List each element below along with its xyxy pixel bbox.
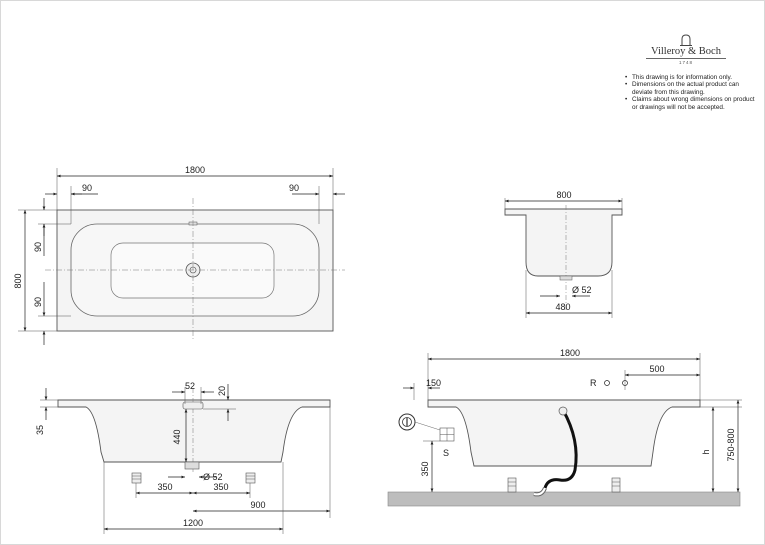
note-item: Dimensions on the actual product can dev… bbox=[625, 81, 757, 96]
dim-foot-left: 350 bbox=[157, 482, 172, 492]
dim-end-base: 480 bbox=[555, 302, 570, 312]
dim-edge-left: 90 bbox=[82, 183, 92, 193]
tap-hole-icon bbox=[604, 380, 610, 386]
front-view: 35 52 20 440 Ø 52 350 350 900 bbox=[35, 381, 331, 534]
foot-icon bbox=[507, 477, 517, 493]
dim-install-length: 1800 bbox=[560, 348, 580, 358]
tub-front-profile bbox=[57, 399, 331, 463]
dim-end-drain: Ø 52 bbox=[572, 285, 592, 295]
foot-icon bbox=[245, 472, 256, 484]
label-s: S bbox=[443, 448, 449, 458]
waste-pipe bbox=[543, 409, 578, 489]
dim-edge-bottom: 90 bbox=[33, 297, 43, 307]
note-item: This drawing is for information only. bbox=[625, 74, 757, 82]
drain-pipe-icon bbox=[559, 275, 573, 281]
dim-rim-offset: 150 bbox=[426, 378, 441, 388]
dim-depth: 440 bbox=[172, 429, 182, 444]
brand-name: Villeroy & Boch bbox=[646, 46, 726, 59]
brand-logo: Villeroy & Boch 1748 bbox=[646, 34, 726, 65]
dim-foot-span: 900 bbox=[250, 500, 265, 510]
dim-width: 800 bbox=[13, 273, 23, 288]
drain-fitting-icon bbox=[184, 461, 200, 470]
dim-tap-offset: 500 bbox=[649, 364, 664, 374]
foot-icon bbox=[131, 472, 142, 484]
dim-edge-right: 90 bbox=[289, 183, 299, 193]
dim-height-range: 750-800 bbox=[726, 428, 736, 461]
dim-edge-top: 90 bbox=[33, 242, 43, 252]
disclaimer-notes: This drawing is for information only. Di… bbox=[625, 74, 757, 111]
dim-length: 1800 bbox=[185, 165, 205, 175]
dim-overflow-offset: 20 bbox=[217, 386, 227, 396]
dim-rim: 35 bbox=[35, 425, 45, 435]
brand-year: 1748 bbox=[678, 60, 693, 65]
dim-front-drain: Ø 52 bbox=[203, 472, 223, 482]
dim-end-width: 800 bbox=[556, 190, 571, 200]
dim-foot-right: 350 bbox=[213, 482, 228, 492]
tap-logo-icon bbox=[680, 34, 692, 46]
end-view: 800 Ø 52 480 bbox=[504, 190, 623, 318]
label-r: R bbox=[590, 378, 597, 388]
floor bbox=[387, 491, 741, 507]
top-view: 1800 90 90 800 90 90 bbox=[13, 165, 345, 345]
installation-view: 1800 R 500 150 S 350 h 750-800 bbox=[387, 348, 742, 507]
tub-end-profile bbox=[504, 208, 623, 277]
dim-overflow-dia: 52 bbox=[185, 381, 195, 391]
tub-install-profile bbox=[427, 399, 701, 467]
label-h: h bbox=[701, 449, 711, 454]
overflow-fitting-icon bbox=[182, 401, 204, 410]
dim-floor-height: 350 bbox=[420, 461, 430, 476]
note-item: Claims about wrong dimensions on product… bbox=[625, 96, 757, 111]
dim-base-length: 1200 bbox=[183, 518, 203, 528]
foot-icon bbox=[611, 477, 621, 493]
